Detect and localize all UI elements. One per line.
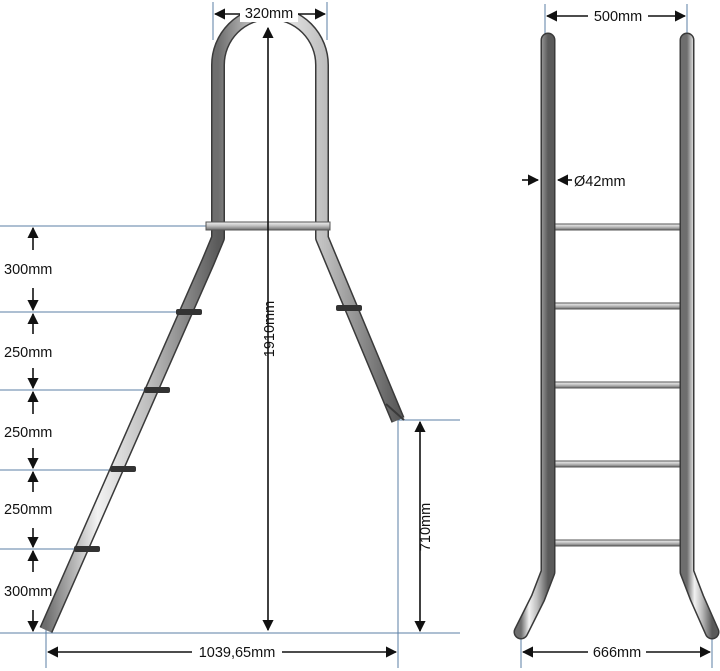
rung [551,223,685,231]
step-spacing-label: 250mm [4,345,52,361]
rung [551,302,685,310]
rung [551,539,685,547]
rung [551,460,685,468]
step-spacing-label: 300mm [4,262,52,278]
step-extension-lines [0,2,460,668]
front-view: 500mm Ø42mm 666mm [513,4,720,668]
base-width-label: 1039,65mm [199,645,276,661]
step-spacing-label: 250mm [4,502,52,518]
total-height-label: 1910mm [262,301,278,357]
side-view: 320mm 1910mm 1039,65mm 710mm 300mm 250mm… [0,2,460,668]
step-spacing-label: 300mm [4,584,52,600]
front-leg-height-label: 710mm [418,503,434,551]
front-width-label: 500mm [594,9,642,25]
front-rungs [551,223,685,547]
rung [551,381,685,389]
step-brackets [74,305,362,552]
tube-diameter-label: Ø42mm [574,174,626,190]
step-spacing-label: 250mm [4,425,52,441]
front-base-label: 666mm [593,645,641,661]
top-width-label: 320mm [245,6,293,22]
